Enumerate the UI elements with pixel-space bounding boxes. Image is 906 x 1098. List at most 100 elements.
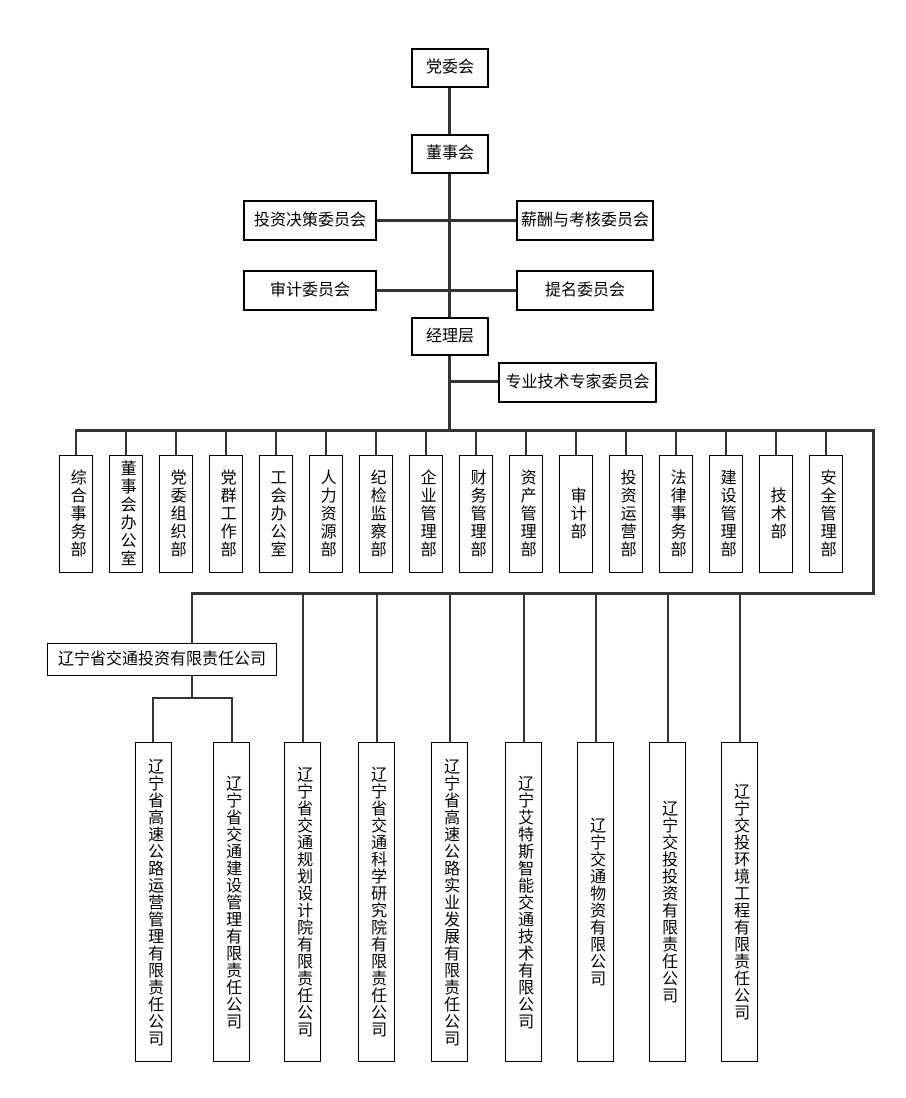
department-label: 安全管理部 — [817, 469, 835, 559]
department-label: 人力资源部 — [317, 469, 335, 559]
party-committee-label: 党委会 — [425, 59, 474, 77]
department-label: 技术部 — [767, 487, 785, 541]
department-label: 纪检监察部 — [367, 469, 385, 559]
connector — [375, 430, 377, 455]
department-label: 建设管理部 — [717, 469, 735, 559]
committee-box-audit: 审计委员会 — [243, 270, 377, 311]
connector — [725, 430, 727, 455]
department-box: 法律事务部 — [659, 455, 693, 573]
company-box: 辽宁省交通投资有限责任公司 — [47, 643, 277, 676]
connector — [152, 697, 154, 742]
connector — [425, 430, 427, 455]
connector — [325, 430, 327, 455]
board-box: 董事会 — [411, 134, 489, 174]
department-box: 资产管理部 — [509, 455, 543, 573]
committee-label: 投资决策委员会 — [253, 211, 366, 229]
committee-box-investment-decision: 投资决策委员会 — [243, 200, 377, 241]
connector — [448, 355, 451, 431]
connector — [475, 430, 477, 455]
committee-box-nomination: 提名委员会 — [516, 270, 654, 311]
subsidiary-label: 辽宁交通物资有限公司 — [587, 817, 605, 987]
connector — [191, 592, 193, 643]
party-committee-box: 党委会 — [411, 48, 489, 88]
connector — [675, 430, 677, 455]
connector — [448, 88, 451, 135]
connector — [302, 592, 304, 742]
connector — [75, 430, 77, 455]
department-label: 审计部 — [567, 487, 585, 541]
connector — [191, 676, 193, 699]
department-label: 党群工作部 — [217, 469, 235, 559]
department-box: 安全管理部 — [809, 455, 843, 573]
connector — [191, 592, 875, 595]
connector — [449, 592, 451, 742]
department-box: 董事会办公室 — [109, 455, 143, 573]
connector — [739, 592, 741, 742]
subsidiary-label: 辽宁交投环境工程有限责任公司 — [731, 783, 749, 1021]
management-box: 经理层 — [411, 317, 489, 356]
department-label: 资产管理部 — [517, 469, 535, 559]
company-label: 辽宁省交通投资有限责任公司 — [57, 650, 266, 668]
connector — [376, 289, 516, 292]
connector — [175, 430, 177, 455]
subsidiary-box: 辽宁省高速公路实业发展有限责任公司 — [431, 742, 468, 1062]
subsidiary-box: 辽宁交投投资有限责任公司 — [649, 742, 686, 1062]
connector — [376, 592, 378, 742]
department-box: 投资运营部 — [609, 455, 643, 573]
department-box: 综合事务部 — [59, 455, 93, 573]
connector — [667, 592, 669, 742]
subsidiary-box: 辽宁省交通规划设计院有限责任公司 — [284, 742, 321, 1062]
subsidiary-label: 辽宁省高速公路实业发展有限责任公司 — [441, 757, 459, 1047]
subsidiary-box: 辽宁交投环境工程有限责任公司 — [721, 742, 758, 1062]
department-box: 建设管理部 — [709, 455, 743, 573]
subsidiary-label: 辽宁省交通规划设计院有限责任公司 — [294, 766, 312, 1038]
connector — [872, 429, 875, 595]
department-label: 董事会办公室 — [117, 460, 135, 568]
department-box: 审计部 — [559, 455, 593, 573]
department-box: 技术部 — [759, 455, 793, 573]
department-box: 党群工作部 — [209, 455, 243, 573]
department-box: 企业管理部 — [409, 455, 443, 573]
subsidiary-label: 辽宁交投投资有限责任公司 — [659, 800, 677, 1004]
subsidiary-box: 辽宁省高速公路运营管理有限责任公司 — [135, 742, 172, 1062]
board-label: 董事会 — [425, 145, 474, 163]
department-label: 工会办公室 — [267, 469, 285, 559]
committee-label: 提名委员会 — [544, 281, 625, 299]
department-box: 纪检监察部 — [359, 455, 393, 573]
subsidiary-box: 辽宁省交通科学研究院有限责任公司 — [358, 742, 395, 1062]
connector — [450, 380, 498, 383]
department-label: 财务管理部 — [467, 469, 485, 559]
subsidiary-label: 辽宁省交通科学研究院有限责任公司 — [368, 766, 386, 1038]
subsidiary-box: 辽宁艾特斯智能交通技术有限公司 — [505, 742, 542, 1062]
committee-label: 薪酬与考核委员会 — [520, 211, 649, 229]
subsidiary-label: 辽宁省交通建设管理有限责任公司 — [223, 774, 241, 1030]
committee-label: 审计委员会 — [269, 281, 350, 299]
subsidiary-box: 辽宁交通物资有限公司 — [577, 742, 614, 1062]
connector — [376, 219, 516, 222]
connector — [225, 430, 227, 455]
department-box: 人力资源部 — [309, 455, 343, 573]
expert-committee-label: 专业技术专家委员会 — [505, 373, 650, 391]
department-label: 党委组织部 — [167, 469, 185, 559]
subsidiary-label: 辽宁艾特斯智能交通技术有限公司 — [515, 774, 533, 1030]
connector — [525, 430, 527, 455]
subsidiary-box: 辽宁省交通建设管理有限责任公司 — [213, 742, 250, 1062]
connector — [448, 173, 451, 318]
department-box: 工会办公室 — [259, 455, 293, 573]
connector — [825, 430, 827, 455]
department-label: 法律事务部 — [667, 469, 685, 559]
department-box: 财务管理部 — [459, 455, 493, 573]
connector — [523, 592, 525, 742]
connector — [575, 430, 577, 455]
connector — [775, 430, 777, 455]
connector — [595, 592, 597, 742]
connector — [125, 430, 127, 455]
committee-box-compensation-appraisal: 薪酬与考核委员会 — [516, 200, 654, 241]
connector — [625, 430, 627, 455]
management-label: 经理层 — [425, 327, 474, 345]
connector — [231, 697, 233, 742]
department-label: 企业管理部 — [417, 469, 435, 559]
connector — [275, 430, 277, 455]
department-box: 党委组织部 — [159, 455, 193, 573]
